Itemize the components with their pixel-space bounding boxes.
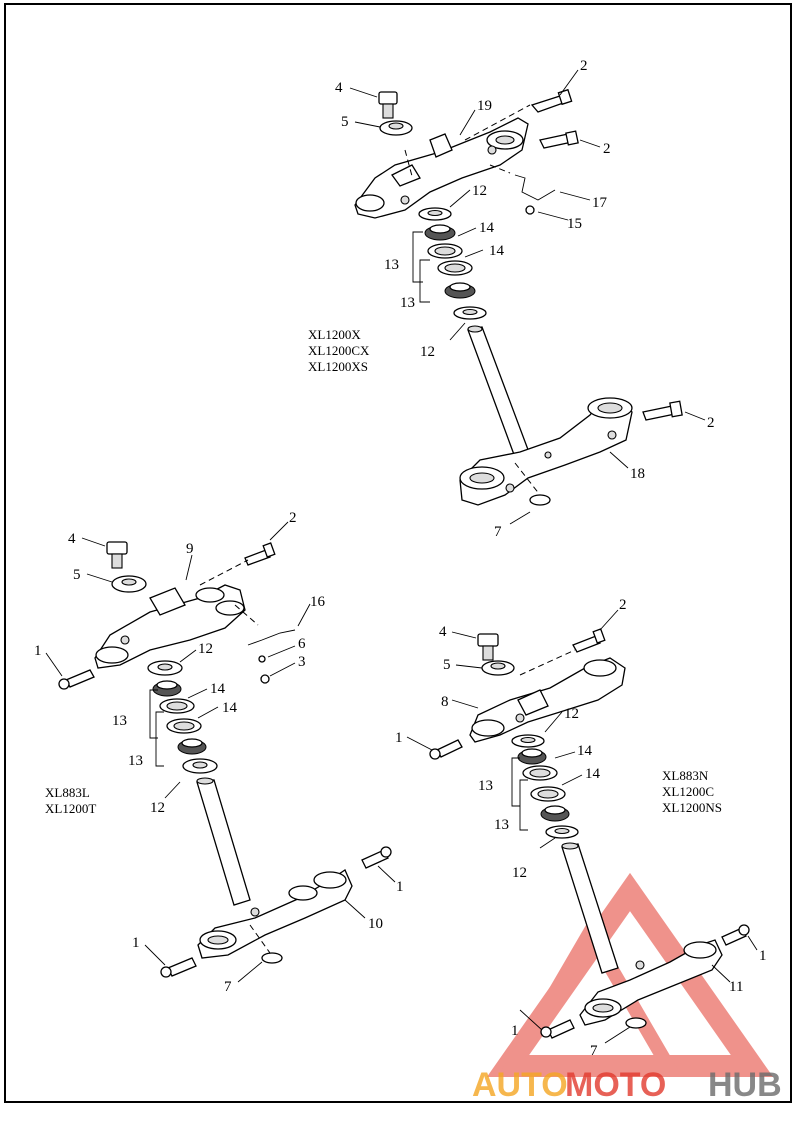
model-label: XL1200XS [308,359,368,374]
callout: 9 [186,541,194,557]
leader-lines [45,69,758,1044]
callout: 4 [335,80,343,96]
model-label: XL1200NS [662,800,722,815]
watermark-part-moto: MOTO [565,1066,666,1104]
callout: 10 [368,916,383,932]
callout: 16 [310,594,326,610]
callouts-a: 2 19 4 5 2 12 17 15 14 13 14 13 12 2 18 … [335,58,715,540]
callout: 5 [443,657,451,673]
callout: 12 [150,800,165,816]
callout: 2 [603,141,611,157]
watermark-text: AUTO MOTO HUB [472,1066,782,1104]
callout: 13 [112,713,127,729]
assembly-a-lower-bracket [459,325,683,506]
assembly-a-upper-bracket [354,88,579,219]
model-label: XL1200C [662,784,714,799]
model-labels-c: XL883N XL1200C XL1200NS [662,768,722,815]
callout: 14 [489,243,505,259]
callout: 4 [439,624,447,640]
callout: 1 [34,643,42,659]
model-label: XL883L [45,785,90,800]
callout: 17 [592,195,608,211]
callout: 1 [396,879,404,895]
callout: 12 [198,641,213,657]
model-label: XL1200T [45,801,96,816]
model-label: XL1200X [308,327,361,342]
callout: 2 [580,58,588,74]
callout: 7 [224,979,232,995]
model-label: XL1200CX [308,343,370,358]
assembly-c-upper-bracket [429,628,626,760]
callouts-c: 2 4 5 8 12 1 14 13 14 13 12 1 11 1 7 [395,597,767,1059]
callout: 12 [512,865,527,881]
callout: 12 [472,183,487,199]
callout: 18 [630,466,645,482]
callout: 2 [289,510,297,526]
callouts-b: 4 9 2 5 16 1 12 6 3 14 13 14 13 12 1 10 … [34,510,404,995]
assembly-b-upper-bracket [58,541,296,690]
callout: 13 [128,753,143,769]
model-label: XL883N [662,768,709,783]
model-labels-b: XL883L XL1200T [45,785,96,816]
assembly-b-lower-bracket [160,777,392,978]
callout: 5 [73,567,81,583]
callout: 14 [222,700,238,716]
callout: 7 [494,524,502,540]
callout: 12 [420,344,435,360]
callout: 1 [395,730,403,746]
watermark-part-auto: AUTO [472,1066,568,1104]
callout: 1 [511,1023,519,1039]
callout: 11 [729,979,743,995]
callout: 1 [132,935,140,951]
callout: 13 [494,817,509,833]
callout: 6 [298,636,306,652]
assembly-c-lower-bracket [540,842,750,1039]
callout: 2 [619,597,627,613]
callout: 5 [341,114,349,130]
callout: 4 [68,531,76,547]
model-labels-a: XL1200X XL1200CX XL1200XS [308,327,370,374]
assembly-a-bearings [412,207,487,320]
watermark-logo [486,872,774,1077]
diagram-frame [4,3,792,1103]
callout: 8 [441,694,449,710]
assembly-c-bearings [511,734,579,839]
callout: 13 [478,778,493,794]
callout: 7 [590,1043,598,1059]
callout: 15 [567,216,582,232]
assembly-b-bearings [147,660,218,774]
callout: 1 [759,948,767,964]
callout: 3 [298,654,306,670]
callout: 14 [585,766,601,782]
callout: 13 [384,257,399,273]
watermark-part-hub: HUB [708,1066,782,1104]
callout: 14 [210,681,226,697]
callout: 13 [400,295,415,311]
callout: 2 [707,415,715,431]
callout: 14 [479,220,495,236]
callout: 12 [564,706,579,722]
callout: 14 [577,743,593,759]
callout: 19 [477,98,492,114]
